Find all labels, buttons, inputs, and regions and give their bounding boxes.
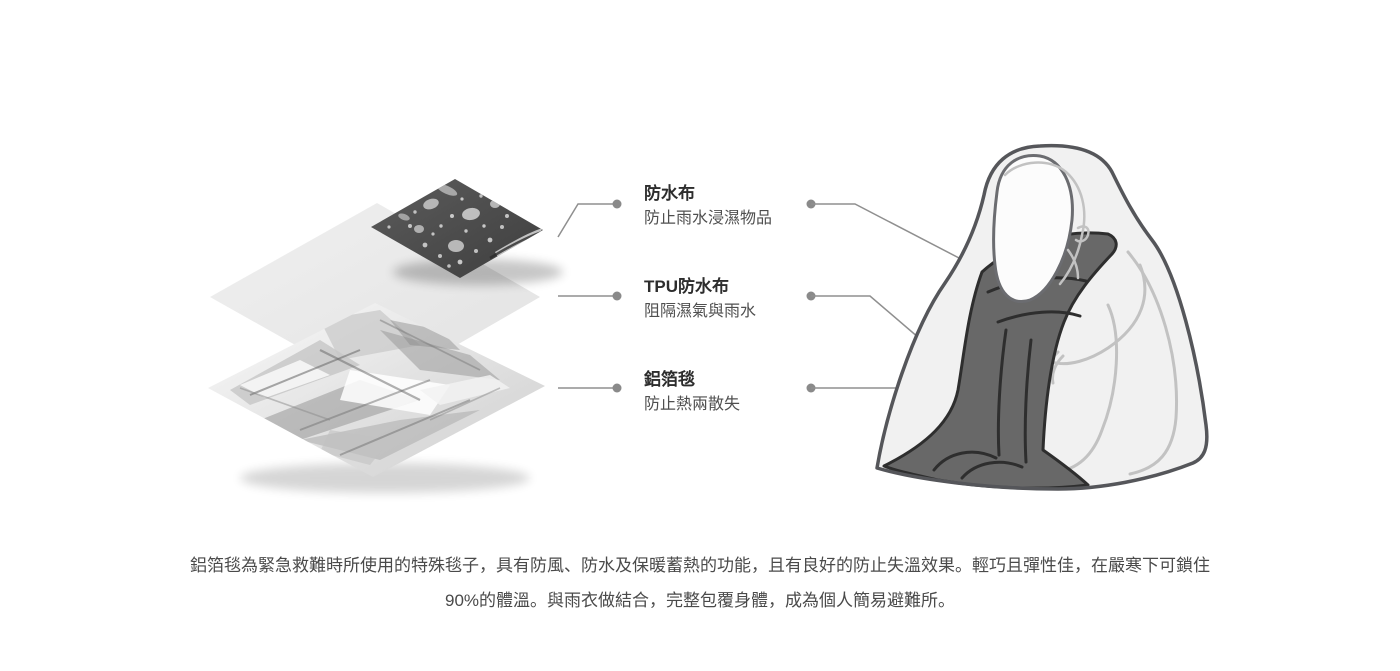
layer-description: 阻隔濕氣與雨水 [644,303,757,320]
layer-title: TPU防水布 [644,277,729,296]
poncho-outline [875,143,1209,491]
caption-line-2: 90%的體溫。與雨衣做結合，完整包覆身體，成為個人簡易避難所。 [444,591,956,610]
leader-line-tpu-left [558,291,622,301]
person-in-poncho-graphic [875,143,1209,491]
layer-description: 防止雨水浸濕物品 [644,210,773,227]
inner-head-lines [1003,161,1090,286]
layer-title: 鋁箔毯 [644,370,695,389]
layer-stack-graphic [208,179,563,493]
leader-line-foil-left [558,383,622,393]
leader-lines-left [557,199,622,393]
fabric-layer-shadow [393,259,563,285]
layer-label-aluminum-foil-blanket: 鋁箔毯 防止熱兩散失 [644,369,740,415]
hood-opening [992,154,1074,303]
leader-line-waterproof-fabric-right [806,199,987,273]
foil-layer-shadow [240,463,530,493]
caption-paragraph: 鋁箔毯為緊急救難時所使用的特殊毯子，具有防風、防水及保暖蓄熱的功能，且有良好的防… [0,548,1400,618]
aluminum-foil-layer-image [208,303,545,477]
layer-description: 防止熱兩散失 [644,396,741,413]
leader-dot [612,291,622,301]
layer-title: 防水布 [644,184,695,203]
layer-label-tpu-waterproof-fabric: TPU防水布 阻隔濕氣與雨水 [644,276,756,322]
leader-dot [612,383,622,393]
leader-line-waterproof-fabric-left [557,199,622,238]
layer-label-waterproof-fabric: 防水布 防止雨水浸濕物品 [644,183,772,229]
caption-line-1: 鋁箔毯為緊急救難時所使用的特殊毯子，具有防風、防水及保暖蓄熱的功能，且有良好的防… [190,556,1210,575]
leader-dot [612,199,622,209]
leader-line-tpu-right [806,291,934,351]
